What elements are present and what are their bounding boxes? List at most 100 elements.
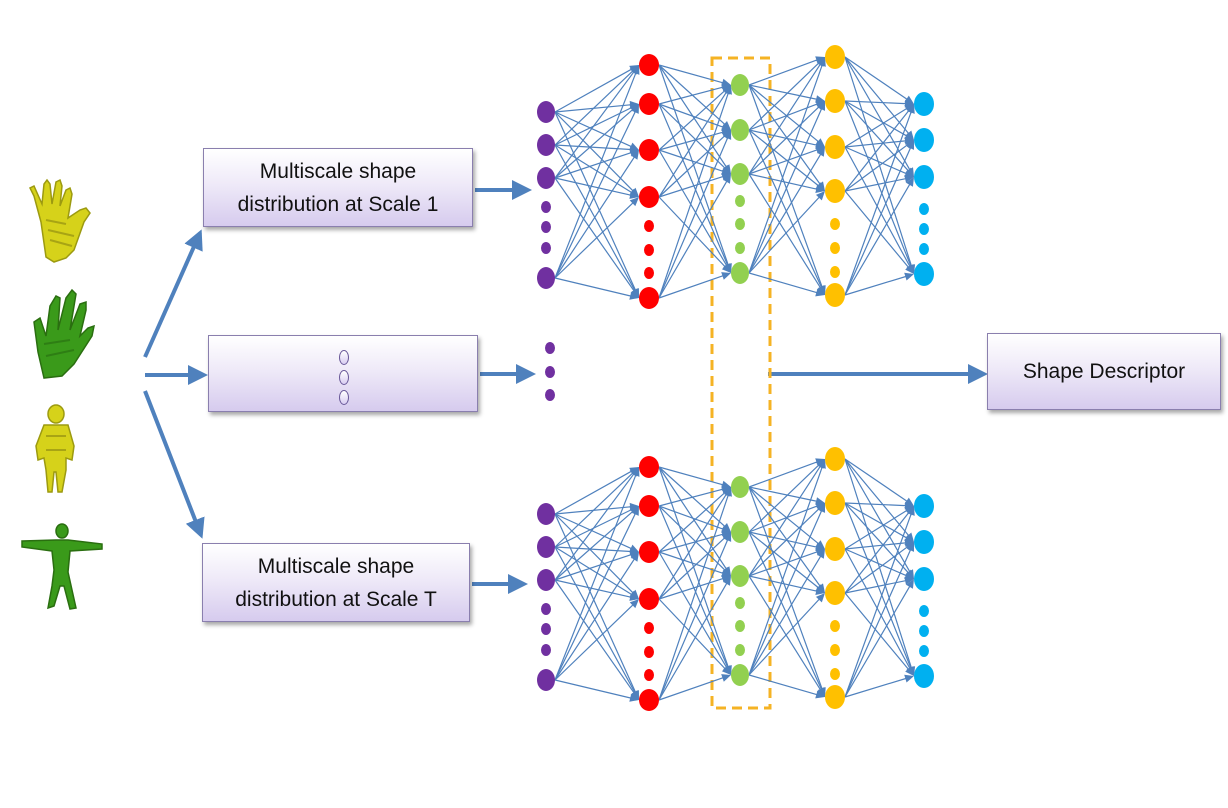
neuron-node [731,565,749,587]
neuron-node [825,685,845,709]
neuron-node [537,569,555,591]
network-layer-1 [537,503,555,691]
neuron-node [914,530,934,554]
shape-descriptor-box: Shape Descriptor [987,333,1221,410]
vertical-ellipsis-icon [339,370,349,385]
shape-descriptor-label: Shape Descriptor [1022,360,1186,383]
ellipsis-dot [830,668,840,680]
network-layer-5 [914,92,934,286]
ellipsis-dot [644,267,654,279]
neuron-node [537,167,555,189]
network-layer-5 [914,494,934,688]
ellipsis-dot [830,620,840,632]
neuron-node [731,119,749,141]
ellipsis-dot [541,201,551,213]
neuron-node [825,581,845,605]
ellipsis-dot [541,221,551,233]
ellipsis-dot [541,623,551,635]
neuron-node [825,283,845,307]
network-layer-4 [825,45,845,307]
input-arrows [143,229,208,539]
ellipsis-dot [541,644,551,656]
ellipsis-dot [830,218,840,230]
neuron-node [914,92,934,116]
layer-connections [554,56,916,300]
neuron-node [731,74,749,96]
yellow-human-figure-icon [35,404,75,493]
green-human-figure-icon [21,523,103,610]
ellipsis-dot [644,220,654,232]
ellipsis-dot [919,605,929,617]
ellipsis-dot [919,243,929,255]
neuron-node [914,494,934,518]
network-layer-2 [639,456,659,711]
ellipsis-dot [644,669,654,681]
scale-T-line-1: Multiscale shape [257,554,415,578]
neuron-node [537,503,555,525]
scale-1-distribution-box: Multiscale shape distribution at Scale 1 [203,148,473,227]
yellow-hand-icon [28,178,91,263]
neuron-node [639,139,659,161]
neuron-node [537,134,555,156]
neuron-node [914,165,934,189]
neuron-node [731,476,749,498]
neuron-node [639,186,659,208]
neuron-node [639,54,659,76]
neuron-node [537,536,555,558]
vertical-ellipsis-icon [339,350,349,365]
scale-T-distribution-box: Multiscale shape distribution at Scale T [202,543,470,622]
neuron-node [731,521,749,543]
neuron-node [639,541,659,563]
neuron-node [825,447,845,471]
ellipsis-dot [919,203,929,215]
neuron-node [639,287,659,309]
layer-connections [554,458,916,702]
vertical-ellipsis-icon [339,390,349,405]
neuron-node [639,689,659,711]
neuron-node [731,163,749,185]
neuron-node [825,135,845,159]
ellipsis-dot [735,242,745,254]
neuron-node [914,664,934,688]
ellipsis-dot [735,218,745,230]
network-layer-3 [731,74,749,284]
neuron-node [639,93,659,115]
neuron-node [914,262,934,286]
network-layer-2 [639,54,659,309]
ellipsis-dot [735,644,745,656]
neuron-node [537,267,555,289]
ellipsis-dot [735,195,745,207]
ellipsis-dot [919,625,929,637]
ellipsis-dot [735,620,745,632]
neuron-node [639,588,659,610]
neuron-node [825,89,845,113]
scale-T-line-2: distribution at Scale T [235,587,437,611]
network-layer-1 [537,101,555,289]
ellipsis-dots [545,342,555,401]
neural-network-scale-T [537,447,934,711]
neuron-node [825,45,845,69]
ellipsis-dot [541,603,551,615]
neuron-node [537,669,555,691]
neuron-node [825,179,845,203]
box-output-arrows [472,180,988,594]
ellipsis-dot [830,242,840,254]
scale-1-line-2: distribution at Scale 1 [237,192,439,216]
neuron-node [537,101,555,123]
network-layer-4 [825,447,845,709]
neuron-node [731,664,749,686]
ellipsis-dot [919,645,929,657]
neuron-node [914,128,934,152]
ellipsis-dot [735,597,745,609]
scale-1-line-1: Multiscale shape [259,159,417,183]
ellipsis-dot [644,646,654,658]
ellipsis-dot [644,622,654,634]
green-hand-icon [33,288,95,379]
ellipsis-dot [919,223,929,235]
network-layer-3 [731,476,749,686]
neuron-node [639,495,659,517]
intermediate-scales-box [208,335,478,412]
neuron-node [914,567,934,591]
neuron-node [639,456,659,478]
